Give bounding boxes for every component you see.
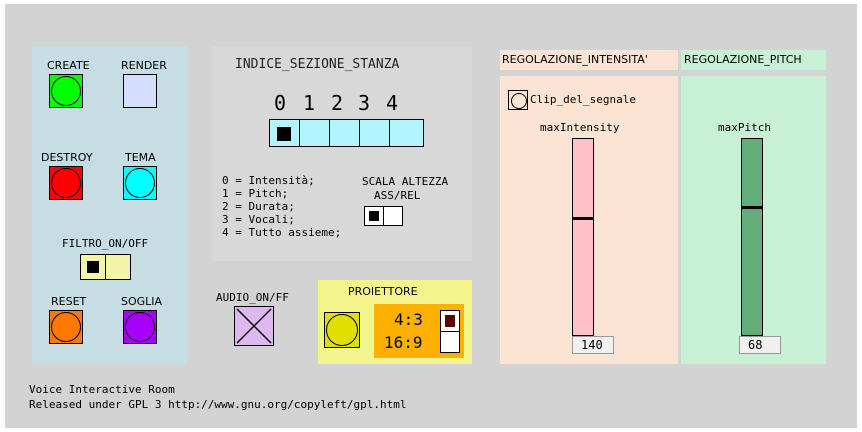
- create-bang-icon: [51, 76, 81, 106]
- section-cell-2[interactable]: [329, 119, 360, 147]
- footer-title: Voice Interactive Room: [29, 383, 175, 396]
- audio-toggle[interactable]: [234, 306, 274, 346]
- section-cell-1[interactable]: [299, 119, 330, 147]
- digit-3: 3: [358, 91, 371, 115]
- section-cell-0[interactable]: [269, 119, 300, 147]
- scala-altezza-label: SCALA ALTEZZA: [362, 175, 449, 188]
- footer-license: Released under GPL 3 http://www.gnu.org/…: [29, 398, 407, 411]
- destroy-button[interactable]: [49, 166, 83, 200]
- ratio-4-3: 4:3: [394, 310, 423, 329]
- section-radio: [269, 119, 424, 147]
- filtro-label: FILTRO_ON/OFF: [62, 237, 149, 250]
- pitch-value-text: 68: [748, 338, 763, 352]
- ratio-16-9: 16:9: [384, 333, 423, 352]
- reset-bang-icon: [51, 312, 81, 342]
- section-cell-4[interactable]: [389, 119, 424, 147]
- destroy-bang-icon: [51, 168, 81, 198]
- proiettore-panel: PROIETTORE 4:3 16:9: [318, 280, 472, 364]
- tema-label: TEMA: [125, 151, 156, 164]
- render-button[interactable]: [123, 74, 157, 108]
- reset-button[interactable]: [49, 310, 83, 344]
- intensity-header-label: REGOLAZIONE_INTENSITA': [502, 53, 648, 66]
- rel-toggle[interactable]: [383, 206, 403, 226]
- digit-row: 0 1 2 3 4: [274, 92, 424, 116]
- filtro-toggle-off[interactable]: [105, 254, 131, 280]
- intensity-slider[interactable]: [572, 138, 594, 336]
- footer: Voice Interactive Room Released under GP…: [29, 382, 407, 412]
- soglia-bang-icon: [125, 312, 155, 342]
- legend-line-3: 3 = Vocali;: [222, 213, 295, 226]
- left-control-panel: CREATE RENDER DESTROY TEMA FILTRO_ON/OFF…: [32, 46, 187, 364]
- create-label: CREATE: [47, 59, 90, 72]
- indice-title: INDICE_SEZIONE_STANZA: [235, 57, 400, 72]
- legend-line-4: 4 = Tutto assieme;: [222, 226, 342, 239]
- section-cell-3[interactable]: [359, 119, 390, 147]
- max-intensity-label: maxIntensity: [540, 121, 620, 134]
- pitch-header-label: REGOLAZIONE_PITCH: [684, 53, 802, 66]
- intensity-value[interactable]: 140: [572, 336, 614, 354]
- proiettore-button[interactable]: [324, 312, 360, 348]
- proiettore-label: PROIETTORE: [348, 285, 418, 298]
- ass-rel-label: ASS/REL: [374, 189, 421, 202]
- x-icon: [236, 308, 272, 344]
- pitch-value[interactable]: 68: [739, 336, 781, 354]
- soglia-label: SOGLIA: [121, 295, 163, 308]
- tema-button[interactable]: [123, 166, 157, 200]
- pitch-slider[interactable]: [741, 138, 763, 336]
- legend-line-0: 0 = Intensità;: [222, 174, 315, 187]
- soglia-button[interactable]: [123, 310, 157, 344]
- indice-panel: INDICE_SEZIONE_STANZA 0 1 2 3 4 0 = Inte…: [212, 46, 472, 261]
- clip-bang-icon: [511, 93, 527, 109]
- intensity-panel: Clip_del_segnale maxIntensity 140: [500, 76, 678, 364]
- tema-bang-icon: [125, 168, 155, 198]
- intensity-value-text: 140: [581, 338, 603, 352]
- ass-toggle[interactable]: [364, 206, 384, 226]
- ratio-16-9-toggle[interactable]: [440, 331, 460, 353]
- section-selected-marker: [277, 127, 291, 141]
- create-button[interactable]: [49, 74, 83, 108]
- legend-line-2: 2 = Durata;: [222, 200, 295, 213]
- legend-line-1: 1 = Pitch;: [222, 187, 289, 200]
- ratio-panel: 4:3 16:9: [374, 304, 464, 358]
- filtro-toggle-on[interactable]: [80, 254, 106, 280]
- digit-4: 4: [386, 91, 399, 115]
- digit-2: 2: [331, 91, 344, 115]
- ratio-4-3-toggle[interactable]: [440, 310, 460, 332]
- intensity-header: REGOLAZIONE_INTENSITA': [500, 50, 678, 70]
- digit-0: 0: [274, 91, 287, 115]
- reset-label: RESET: [51, 295, 87, 308]
- clip-checkbox[interactable]: [508, 90, 528, 110]
- clip-label: Clip_del_segnale: [530, 93, 636, 106]
- digit-1: 1: [303, 91, 316, 115]
- proiettore-bang-icon: [326, 314, 358, 346]
- intensity-slider-handle[interactable]: [572, 217, 594, 220]
- patch-window: CREATE RENDER DESTROY TEMA FILTRO_ON/OFF…: [5, 4, 857, 428]
- render-label: RENDER: [121, 59, 167, 72]
- audio-label: AUDIO_ON/FF: [216, 291, 289, 304]
- destroy-label: DESTROY: [41, 151, 93, 164]
- pitch-panel: maxPitch 68: [681, 76, 826, 364]
- pitch-header: REGOLAZIONE_PITCH: [681, 50, 826, 70]
- pitch-slider-handle[interactable]: [741, 206, 763, 209]
- index-legend: 0 = Intensità; 1 = Pitch; 2 = Durata; 3 …: [222, 174, 341, 239]
- max-pitch-label: maxPitch: [718, 121, 771, 134]
